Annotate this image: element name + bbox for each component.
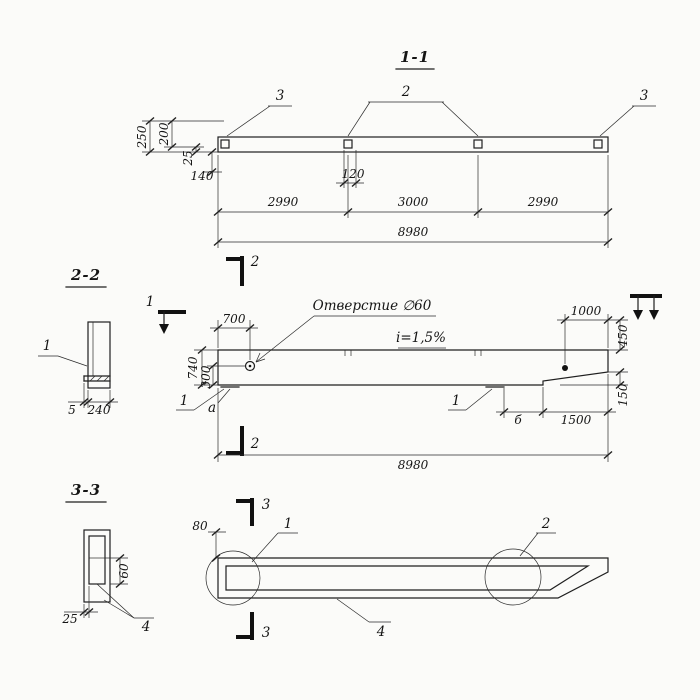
dim-2990-left: 2990 [267, 195, 299, 209]
svg-text:1: 1 [180, 393, 189, 409]
view-title-1-1: 1-1 [400, 48, 430, 66]
plate-mid-right [473, 139, 483, 149]
section-marker-1-left: 1 [146, 294, 186, 334]
svg-text:2: 2 [401, 84, 411, 100]
view-section-3-3: 3-3 60 25 4 [61, 481, 154, 635]
view-section-2-2: 2-2 1 5 240 [38, 266, 118, 417]
svg-text:i=1,5%: i=1,5% [396, 330, 446, 346]
view-section-1-1: 1-1 3 2 3 [135, 48, 656, 248]
svg-text:4: 4 [376, 624, 386, 640]
dim-segments: 2990 3000 2990 8980 [213, 155, 613, 248]
beam-plan-cavity [225, 565, 591, 591]
dim-300: 300 [199, 361, 245, 390]
svg-text:а: а [208, 400, 216, 416]
section-2-2-outline [87, 321, 111, 389]
svg-text:25: 25 [61, 612, 77, 626]
slope-label: i=1,5% [396, 330, 446, 349]
beam-elevation-outline [217, 349, 609, 386]
dim-240: 240 [87, 403, 111, 417]
svg-text:3: 3 [276, 88, 285, 104]
svg-text:3: 3 [640, 88, 649, 104]
plate-left [220, 139, 230, 149]
section-marker-2-top: 2 [226, 254, 259, 286]
dim-25-section33: 25 [61, 586, 98, 626]
plate-right [593, 139, 603, 149]
svg-text:80: 80 [192, 519, 208, 533]
dim-60: 60 [105, 553, 131, 589]
svg-text:1: 1 [146, 294, 155, 310]
dim-8980-top: 8980 [398, 225, 429, 239]
svg-text:2: 2 [250, 436, 260, 452]
dim-140: 140 [191, 169, 214, 183]
svg-text:1: 1 [452, 393, 461, 409]
view-elevation: 2 2 1 [146, 254, 662, 472]
svg-text:4: 4 [141, 619, 151, 635]
dim-1500: б 1500 [496, 374, 616, 427]
label-b: б [514, 413, 522, 427]
callout-2-plan: 2 [519, 516, 556, 557]
svg-text:740: 740 [186, 356, 200, 379]
view-title-2-2: 2-2 [70, 266, 101, 284]
svg-text:8980: 8980 [398, 458, 429, 472]
hole-60-right [562, 365, 568, 371]
svg-text:300: 300 [199, 365, 213, 388]
dim-740: 740 [186, 345, 218, 390]
dim-250: 250 [135, 125, 149, 149]
callout-4-section33: 4 [96, 583, 154, 635]
dim-5: 5 [68, 403, 76, 417]
callout-1-plan: 1 [251, 516, 298, 563]
dim-1000: 1000 [557, 304, 628, 364]
callout-1-section22: 1 [38, 338, 88, 367]
view-title-3-3: 3-3 [71, 481, 101, 499]
svg-text:1500: 1500 [561, 413, 592, 427]
section-marker-2-bottom: 2 [226, 426, 259, 456]
dim-2990-right: 2990 [527, 195, 559, 209]
svg-text:120: 120 [342, 167, 365, 181]
view-plan: 3 3 80 1 2 4 [192, 497, 609, 641]
plate-mid-left [343, 139, 353, 149]
detail-circle-right [484, 548, 542, 606]
svg-text:150: 150 [616, 383, 630, 406]
hole-60-left [244, 360, 256, 372]
callout-4-plan: 4 [336, 598, 391, 640]
svg-text:3: 3 [262, 497, 271, 513]
dim-3000: 3000 [398, 195, 429, 209]
svg-text:Отверстие ∅60: Отверстие ∅60 [313, 298, 432, 314]
callout-1-right: 1 [448, 388, 493, 411]
callout-2-mid: 2 [347, 84, 479, 137]
svg-text:2: 2 [541, 516, 551, 532]
dim-450: 450 [608, 315, 630, 355]
dim-200: 200 [157, 122, 171, 146]
hole-label: Отверстие ∅60 [255, 298, 436, 363]
svg-text:700: 700 [223, 312, 246, 326]
section-3-3-cavity [88, 535, 106, 585]
dim-80: 80 [192, 519, 226, 563]
dim-120: 120 [336, 150, 365, 188]
section-marker-1-right [630, 294, 662, 320]
callout-1-left: 1 [176, 388, 225, 411]
svg-text:1: 1 [43, 338, 52, 354]
beam-plan-outline [217, 557, 609, 599]
svg-text:60: 60 [117, 563, 131, 579]
dim-section22-bottom: 5 240 [68, 383, 118, 417]
section-3-3-outline [83, 529, 111, 603]
callout-3-left: 3 [226, 88, 292, 137]
section-marker-3-top: 3 [236, 497, 270, 526]
section-marker-3-bottom: 3 [236, 612, 270, 641]
svg-text:2: 2 [250, 254, 260, 270]
dim-stack-left: 250 200 25 140 [135, 116, 224, 183]
svg-text:1: 1 [284, 516, 293, 532]
label-a: а [208, 388, 231, 416]
detail-circle-left [205, 550, 261, 606]
dim-8980-elevation: 8980 [213, 388, 613, 472]
beam-top-view-outline [217, 136, 609, 153]
callout-3-right: 3 [599, 88, 656, 137]
svg-text:1000: 1000 [571, 304, 602, 318]
dim-150: 150 [560, 367, 630, 406]
svg-text:450: 450 [616, 324, 630, 348]
svg-text:3: 3 [262, 625, 271, 641]
dim-25: 25 [181, 150, 195, 166]
dim-700: 700 [210, 312, 258, 360]
